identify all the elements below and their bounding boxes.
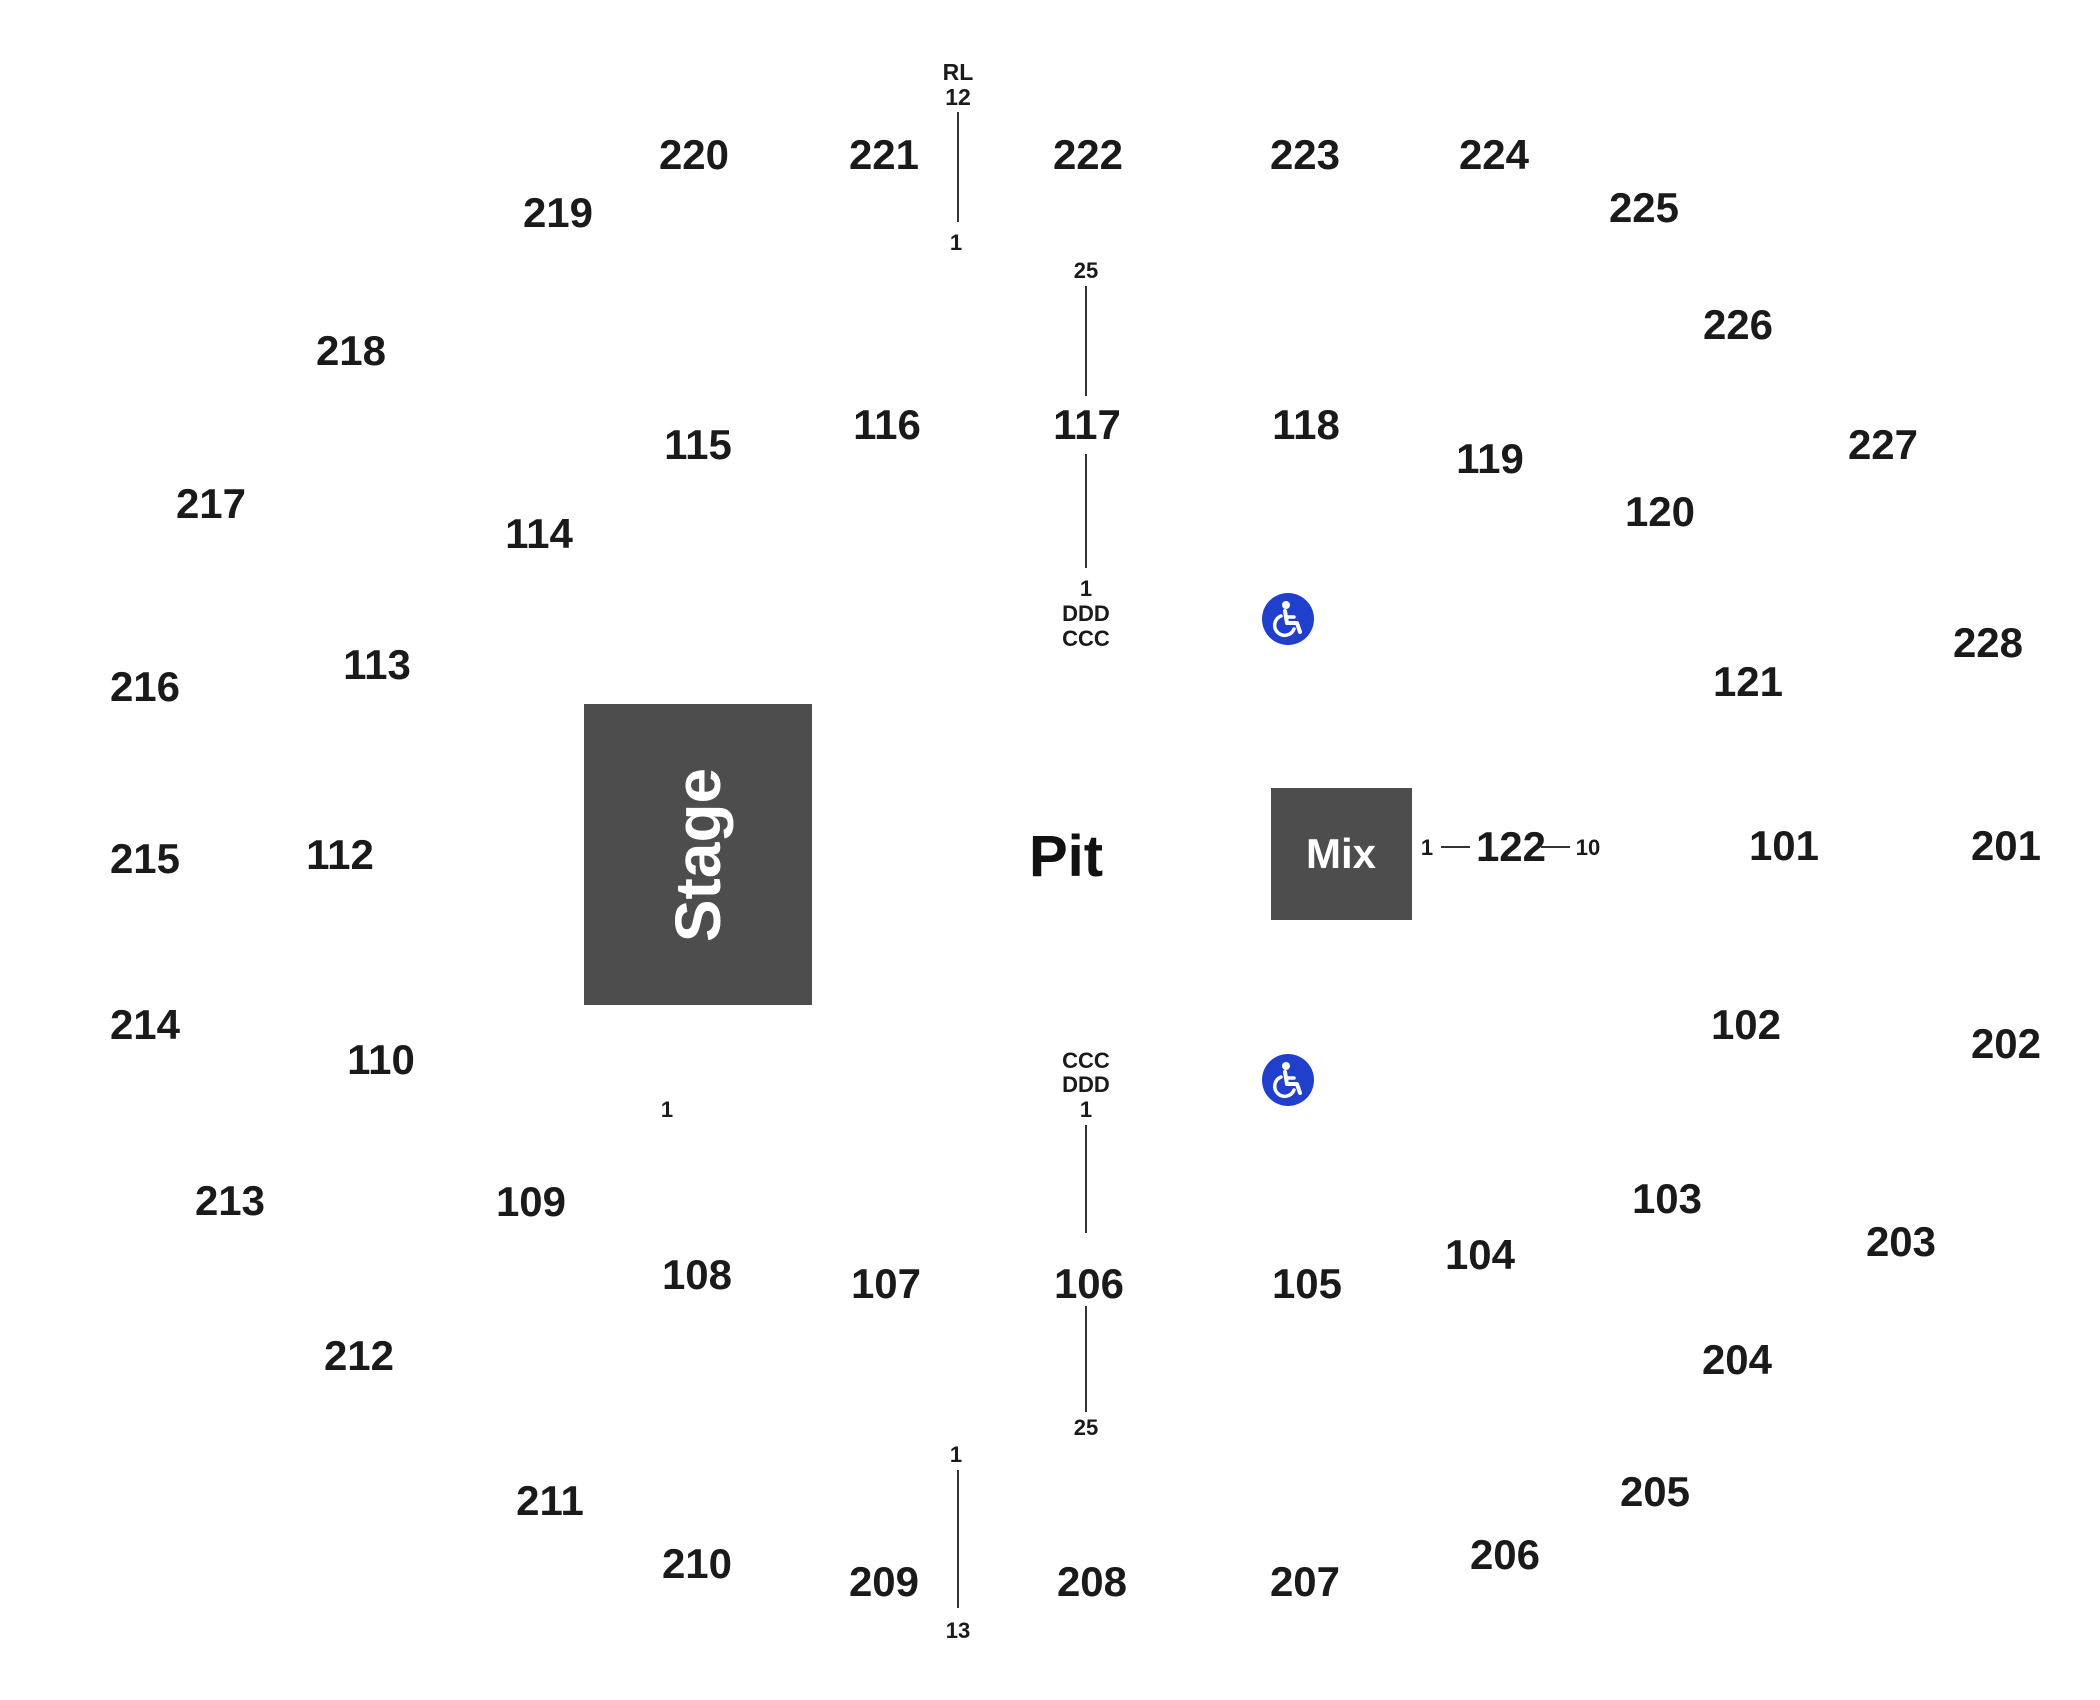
section-216[interactable]: 216 bbox=[110, 663, 180, 710]
section-103[interactable]: 103 bbox=[1632, 1175, 1702, 1222]
section-202[interactable]: 202 bbox=[1971, 1020, 2041, 1067]
section-219[interactable]: 219 bbox=[523, 189, 593, 236]
section-227[interactable]: 227 bbox=[1848, 421, 1918, 468]
section-101[interactable]: 101 bbox=[1749, 822, 1819, 869]
section-102[interactable]: 102 bbox=[1711, 1001, 1781, 1048]
section-228[interactable]: 228 bbox=[1953, 619, 2023, 666]
section-218[interactable]: 218 bbox=[316, 327, 386, 374]
wheelchair-icon-head bbox=[1282, 601, 1290, 609]
section-108[interactable]: 108 bbox=[662, 1251, 732, 1298]
section-210[interactable]: 210 bbox=[662, 1540, 732, 1587]
wheelchair-icon[interactable] bbox=[1262, 593, 1314, 645]
row-indicator-117: 25 1 DDD CCC bbox=[1062, 258, 1110, 651]
section-212[interactable]: 212 bbox=[324, 1332, 394, 1379]
section-118[interactable]: 118 bbox=[1272, 401, 1340, 448]
section-206[interactable]: 206 bbox=[1470, 1531, 1540, 1578]
wheelchair-icon-wheel bbox=[1273, 614, 1296, 637]
section-107[interactable]: 107 bbox=[851, 1260, 921, 1307]
wheelchair-icon-wheel bbox=[1273, 1075, 1296, 1098]
section-220[interactable]: 220 bbox=[659, 131, 729, 178]
section-211[interactable]: 211 bbox=[516, 1477, 584, 1524]
row-indicator-106: CCC DDD 1 25 bbox=[1062, 1048, 1110, 1440]
row-marker-117-top: 25 bbox=[1074, 258, 1098, 283]
section-113[interactable]: 113 bbox=[343, 641, 411, 688]
wheelchair-icon-head bbox=[1282, 1062, 1290, 1070]
section-116[interactable]: 116 bbox=[853, 401, 921, 448]
section-104[interactable]: 104 bbox=[1445, 1231, 1516, 1278]
row-marker-221-bottom: 1 bbox=[950, 230, 962, 255]
row-marker-209-bottom: 13 bbox=[946, 1618, 970, 1643]
section-225[interactable]: 225 bbox=[1609, 184, 1679, 231]
section-205[interactable]: 205 bbox=[1620, 1468, 1690, 1515]
section-105[interactable]: 105 bbox=[1272, 1260, 1342, 1307]
section-223[interactable]: 223 bbox=[1270, 131, 1340, 178]
mix-block bbox=[1271, 788, 1412, 920]
wheelchair-icon[interactable] bbox=[1262, 1054, 1314, 1106]
section-209[interactable]: 209 bbox=[849, 1558, 919, 1605]
mix-position: Mix bbox=[1271, 788, 1412, 920]
section-208[interactable]: 208 bbox=[1057, 1558, 1127, 1605]
row-indicator-122: 1 10 bbox=[1421, 835, 1600, 860]
section-214[interactable]: 214 bbox=[110, 1001, 181, 1048]
row-indicator-221: RL 12 1 bbox=[943, 59, 974, 255]
section-120[interactable]: 120 bbox=[1625, 488, 1695, 535]
section-226[interactable]: 226 bbox=[1703, 301, 1773, 348]
section-114[interactable]: 114 bbox=[505, 510, 573, 557]
row-marker-209-top: 1 bbox=[950, 1442, 962, 1467]
section-115[interactable]: 115 bbox=[664, 421, 732, 468]
section-117[interactable]: 117 bbox=[1053, 401, 1121, 448]
section-106[interactable]: 106 bbox=[1054, 1260, 1124, 1307]
section-224[interactable]: 224 bbox=[1459, 131, 1530, 178]
section-121[interactable]: 121 bbox=[1713, 658, 1783, 705]
row-marker-117-bottom-b: DDD bbox=[1062, 601, 1110, 626]
section-207[interactable]: 207 bbox=[1270, 1558, 1340, 1605]
section-112[interactable]: 112 bbox=[306, 831, 374, 878]
section-213[interactable]: 213 bbox=[195, 1177, 265, 1224]
row-marker-106-top-a: CCC bbox=[1062, 1048, 1110, 1073]
section-203[interactable]: 203 bbox=[1866, 1218, 1936, 1265]
section-215[interactable]: 215 bbox=[110, 835, 180, 882]
row-marker-122-left: 1 bbox=[1421, 835, 1433, 860]
section-201[interactable]: 201 bbox=[1971, 822, 2041, 869]
row-marker-221-top-a: RL bbox=[943, 59, 974, 85]
mix-label: Mix bbox=[1306, 830, 1377, 877]
section-119[interactable]: 119 bbox=[1456, 435, 1524, 482]
row-marker-117-bottom-c: CCC bbox=[1062, 626, 1110, 651]
section-204[interactable]: 204 bbox=[1702, 1336, 1773, 1383]
section-222[interactable]: 222 bbox=[1053, 131, 1123, 178]
stage-block bbox=[584, 704, 812, 1005]
row-marker-108-top: 1 bbox=[661, 1097, 673, 1122]
row-marker-117-bottom: 1 bbox=[1080, 576, 1092, 601]
row-marker-106-bottom: 25 bbox=[1074, 1415, 1098, 1440]
row-indicator-209: 1 13 bbox=[946, 1442, 970, 1643]
pit-label[interactable]: Pit bbox=[1029, 824, 1103, 889]
section-217[interactable]: 217 bbox=[176, 480, 246, 527]
row-marker-221-top-b: 12 bbox=[945, 84, 971, 110]
stage[interactable]: Stage bbox=[584, 704, 812, 1005]
stage-label: Stage bbox=[662, 768, 734, 942]
section-109[interactable]: 109 bbox=[496, 1178, 566, 1225]
section-221[interactable]: 221 bbox=[849, 131, 919, 178]
row-marker-122-right: 10 bbox=[1576, 835, 1600, 860]
row-marker-106-top-c: 1 bbox=[1080, 1097, 1092, 1122]
section-110[interactable]: 110 bbox=[347, 1036, 415, 1083]
row-marker-106-top-b: DDD bbox=[1062, 1072, 1110, 1097]
section-122[interactable]: 122 bbox=[1476, 823, 1546, 870]
